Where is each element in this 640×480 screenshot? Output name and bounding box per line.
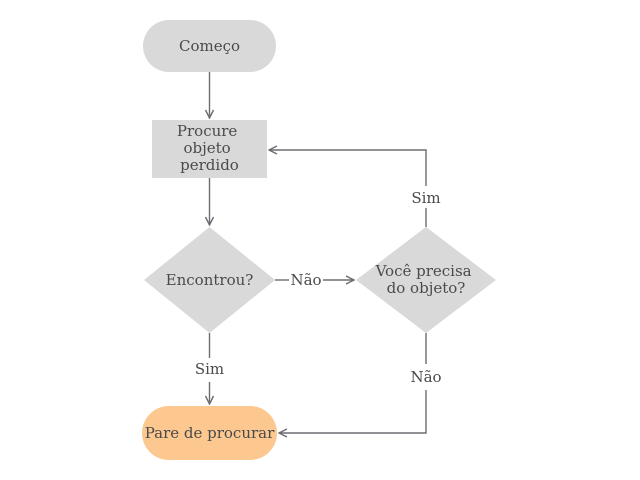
search-process-label-line-2: objeto xyxy=(183,139,230,157)
need-decision-label-line-1: Você precisa xyxy=(375,262,472,280)
need-decision-node: Você precisa do objeto? xyxy=(356,227,496,333)
search-process-label-line-1: Procure xyxy=(177,122,238,140)
need-decision-shape xyxy=(356,227,496,333)
stop-node: Pare de procurar xyxy=(142,406,277,460)
found-yes-label: Sim xyxy=(195,360,224,378)
stop-node-shape xyxy=(142,406,277,460)
need-yes-label: Sim xyxy=(411,189,440,207)
need-decision-label: Você precisa do objeto? xyxy=(375,262,477,297)
search-process-shape xyxy=(152,120,267,178)
start-node-shape xyxy=(143,20,276,72)
found-decision-node: Encontrou? xyxy=(144,227,275,333)
search-process-node: Procure objeto perdido xyxy=(152,120,267,178)
found-decision-shape xyxy=(144,227,275,333)
arrow-need-no-to-stop xyxy=(279,390,427,433)
arrow-need-yes-to-search xyxy=(269,150,427,186)
found-no-label: Não xyxy=(290,271,321,289)
start-node-label: Começo xyxy=(179,37,240,55)
found-decision-label: Encontrou? xyxy=(166,271,254,289)
need-no-label: Não xyxy=(410,368,441,386)
start-node: Começo xyxy=(143,20,276,72)
search-process-label: Procure objeto perdido xyxy=(177,122,242,174)
stop-node-label: Pare de procurar xyxy=(145,424,275,442)
search-process-label-line-3: perdido xyxy=(180,156,239,174)
need-decision-label-line-2: do objeto? xyxy=(387,279,466,297)
